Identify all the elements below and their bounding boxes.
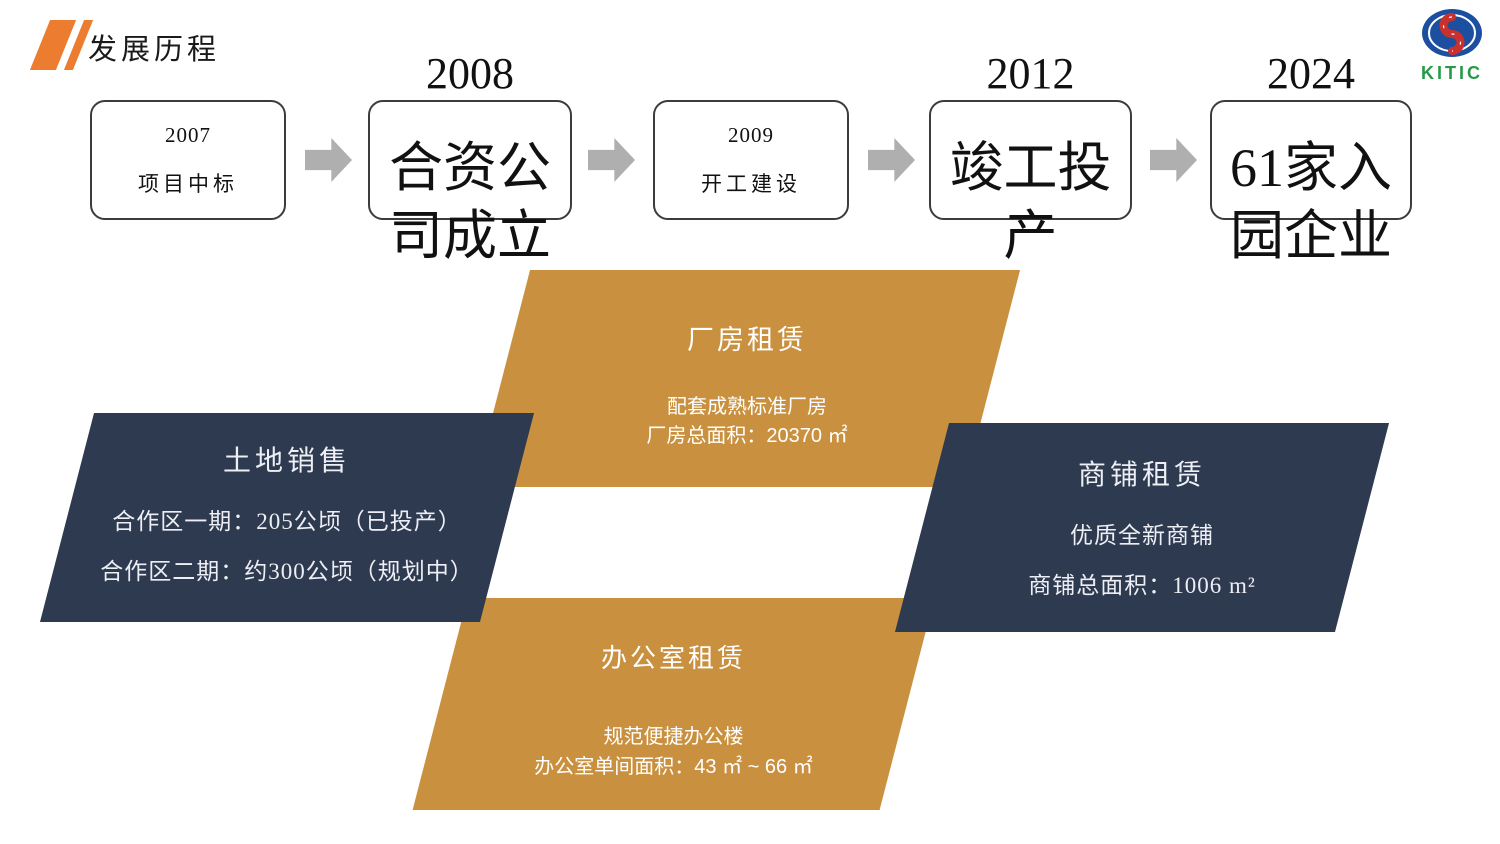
page-title: 发展历程 (88, 34, 221, 66)
card-line: 商铺总面积：1006 m² (1028, 573, 1256, 598)
timeline-label: 竣工投产 (949, 138, 1112, 266)
timeline-box: 2007 项目中标 (90, 100, 286, 220)
card-line: 办公室单间面积：43 ㎡ ~ 66 ㎡ (534, 756, 813, 778)
arrow-right-icon (868, 138, 915, 182)
timeline-year: 2012 (986, 49, 1075, 98)
arrow-right-icon (305, 138, 352, 182)
card-line: 优质全新商铺 (1069, 523, 1214, 548)
card-shop-rental: 商铺租赁 优质全新商铺 商铺总面积：1006 m² (894, 423, 1390, 632)
timeline-year: 2007 (165, 122, 211, 147)
card-title: 土地销售 (222, 446, 351, 477)
title-accent-marks (29, 20, 94, 70)
timeline-year: 2009 (728, 122, 774, 147)
timeline-year: 2024 (1267, 49, 1355, 98)
card-line: 规范便捷办公楼 (603, 726, 744, 748)
card-line: 合作区一期：205公顷（已投产） (112, 509, 462, 534)
card-title: 商铺租赁 (1077, 460, 1206, 491)
timeline-box (1210, 100, 1412, 220)
card-title: 办公室租赁 (600, 643, 746, 673)
card-land-sales: 土地销售 合作区一期：205公顷（已投产） 合作区二期：约300公顷（规划中） (39, 413, 535, 622)
card-line: 厂房总面积：20370 ㎡ (646, 425, 848, 447)
card-line: 配套成熟标准厂房 (666, 396, 827, 418)
timeline-label: 开工建设 (701, 171, 801, 196)
timeline-year: 2008 (426, 49, 514, 98)
kitic-logo: KITIC (1410, 8, 1494, 88)
card-office-rental: 办公室租赁 规范便捷办公楼 办公室单间面积：43 ㎡ ~ 66 ㎡ (412, 598, 935, 810)
timeline-box (929, 100, 1132, 220)
card-line: 合作区二期：约300公顷（规划中） (100, 559, 474, 584)
timeline-label: 项目中标 (138, 171, 238, 196)
card-title: 厂房租赁 (687, 325, 807, 355)
timeline-box: 2009 开工建设 (653, 100, 849, 220)
arrow-right-icon (588, 138, 635, 182)
timeline-box (368, 100, 572, 220)
logo-text: KITIC (1421, 63, 1483, 83)
logo-mark-icon (1422, 9, 1482, 57)
arrow-right-icon (1150, 138, 1197, 182)
timeline-label: 61家入园企业 (1230, 138, 1392, 266)
timeline-label: 合资公司成立 (389, 138, 551, 266)
